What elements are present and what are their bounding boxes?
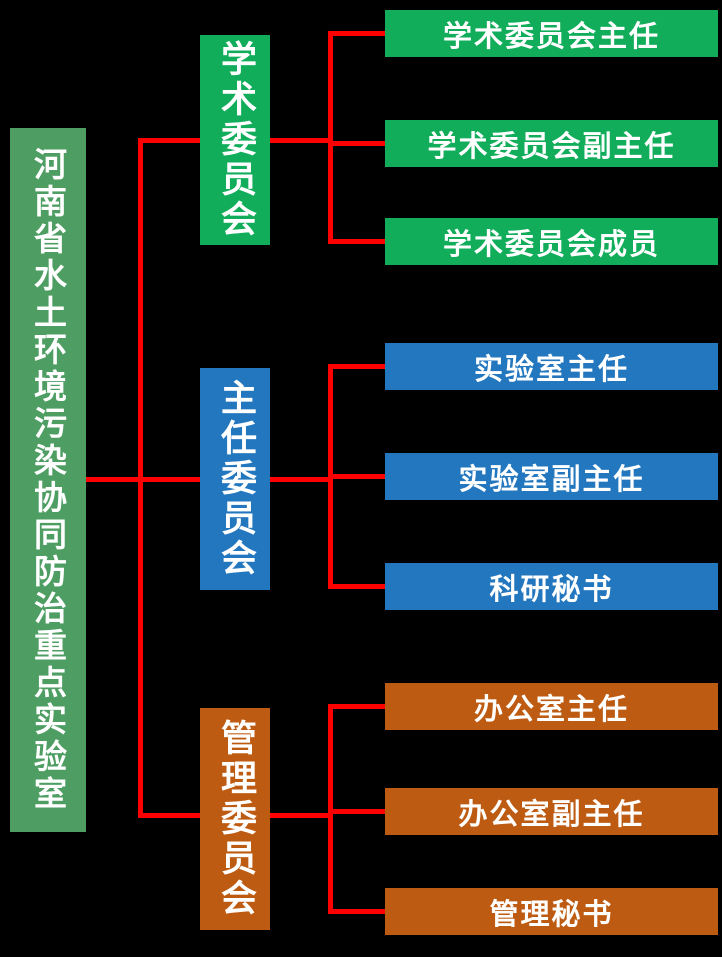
connector-director-item-1	[328, 364, 386, 369]
root-lab-box: 河南省水土环境污染协同防治重点实验室	[10, 128, 86, 832]
item-box-office-director: 办公室主任	[385, 683, 718, 730]
connector-management-item-2	[328, 809, 386, 814]
item-box-research-secretary: 科研秘书	[385, 563, 718, 610]
item-box-academic-chair: 学术委员会主任	[385, 10, 718, 57]
group-box-management-committee: 管理委员会	[200, 708, 270, 930]
item-box-academic-vice-chair: 学术委员会副主任	[385, 120, 718, 167]
connector-director-item-2	[328, 474, 386, 479]
connector-academic-trunk	[328, 31, 333, 244]
connector-branch-management	[138, 813, 201, 818]
item-box-lab-director: 实验室主任	[385, 343, 718, 390]
item-box-academic-members: 学术委员会成员	[385, 218, 718, 265]
item-box-management-secretary: 管理秘书	[385, 888, 718, 935]
connector-director-item-3	[328, 584, 386, 589]
connector-management-item-1	[328, 704, 386, 709]
connector-branch-academic	[138, 138, 201, 143]
connector-root-to-trunk	[85, 477, 141, 482]
group-box-director-committee: 主任委员会	[200, 368, 270, 590]
connector-director-to-trunk	[269, 477, 330, 482]
group-box-academic-committee: 学术委员会	[200, 35, 270, 245]
connector-management-item-3	[328, 909, 386, 914]
item-box-lab-vice-director: 实验室副主任	[385, 453, 718, 500]
connector-academic-to-trunk	[269, 138, 330, 143]
connector-academic-item-3	[328, 239, 386, 244]
item-box-office-vice-director: 办公室副主任	[385, 788, 718, 835]
connector-academic-item-1	[328, 31, 386, 36]
connector-branch-director	[138, 477, 201, 482]
connector-academic-item-2	[328, 141, 386, 146]
connector-management-to-trunk	[269, 813, 330, 818]
